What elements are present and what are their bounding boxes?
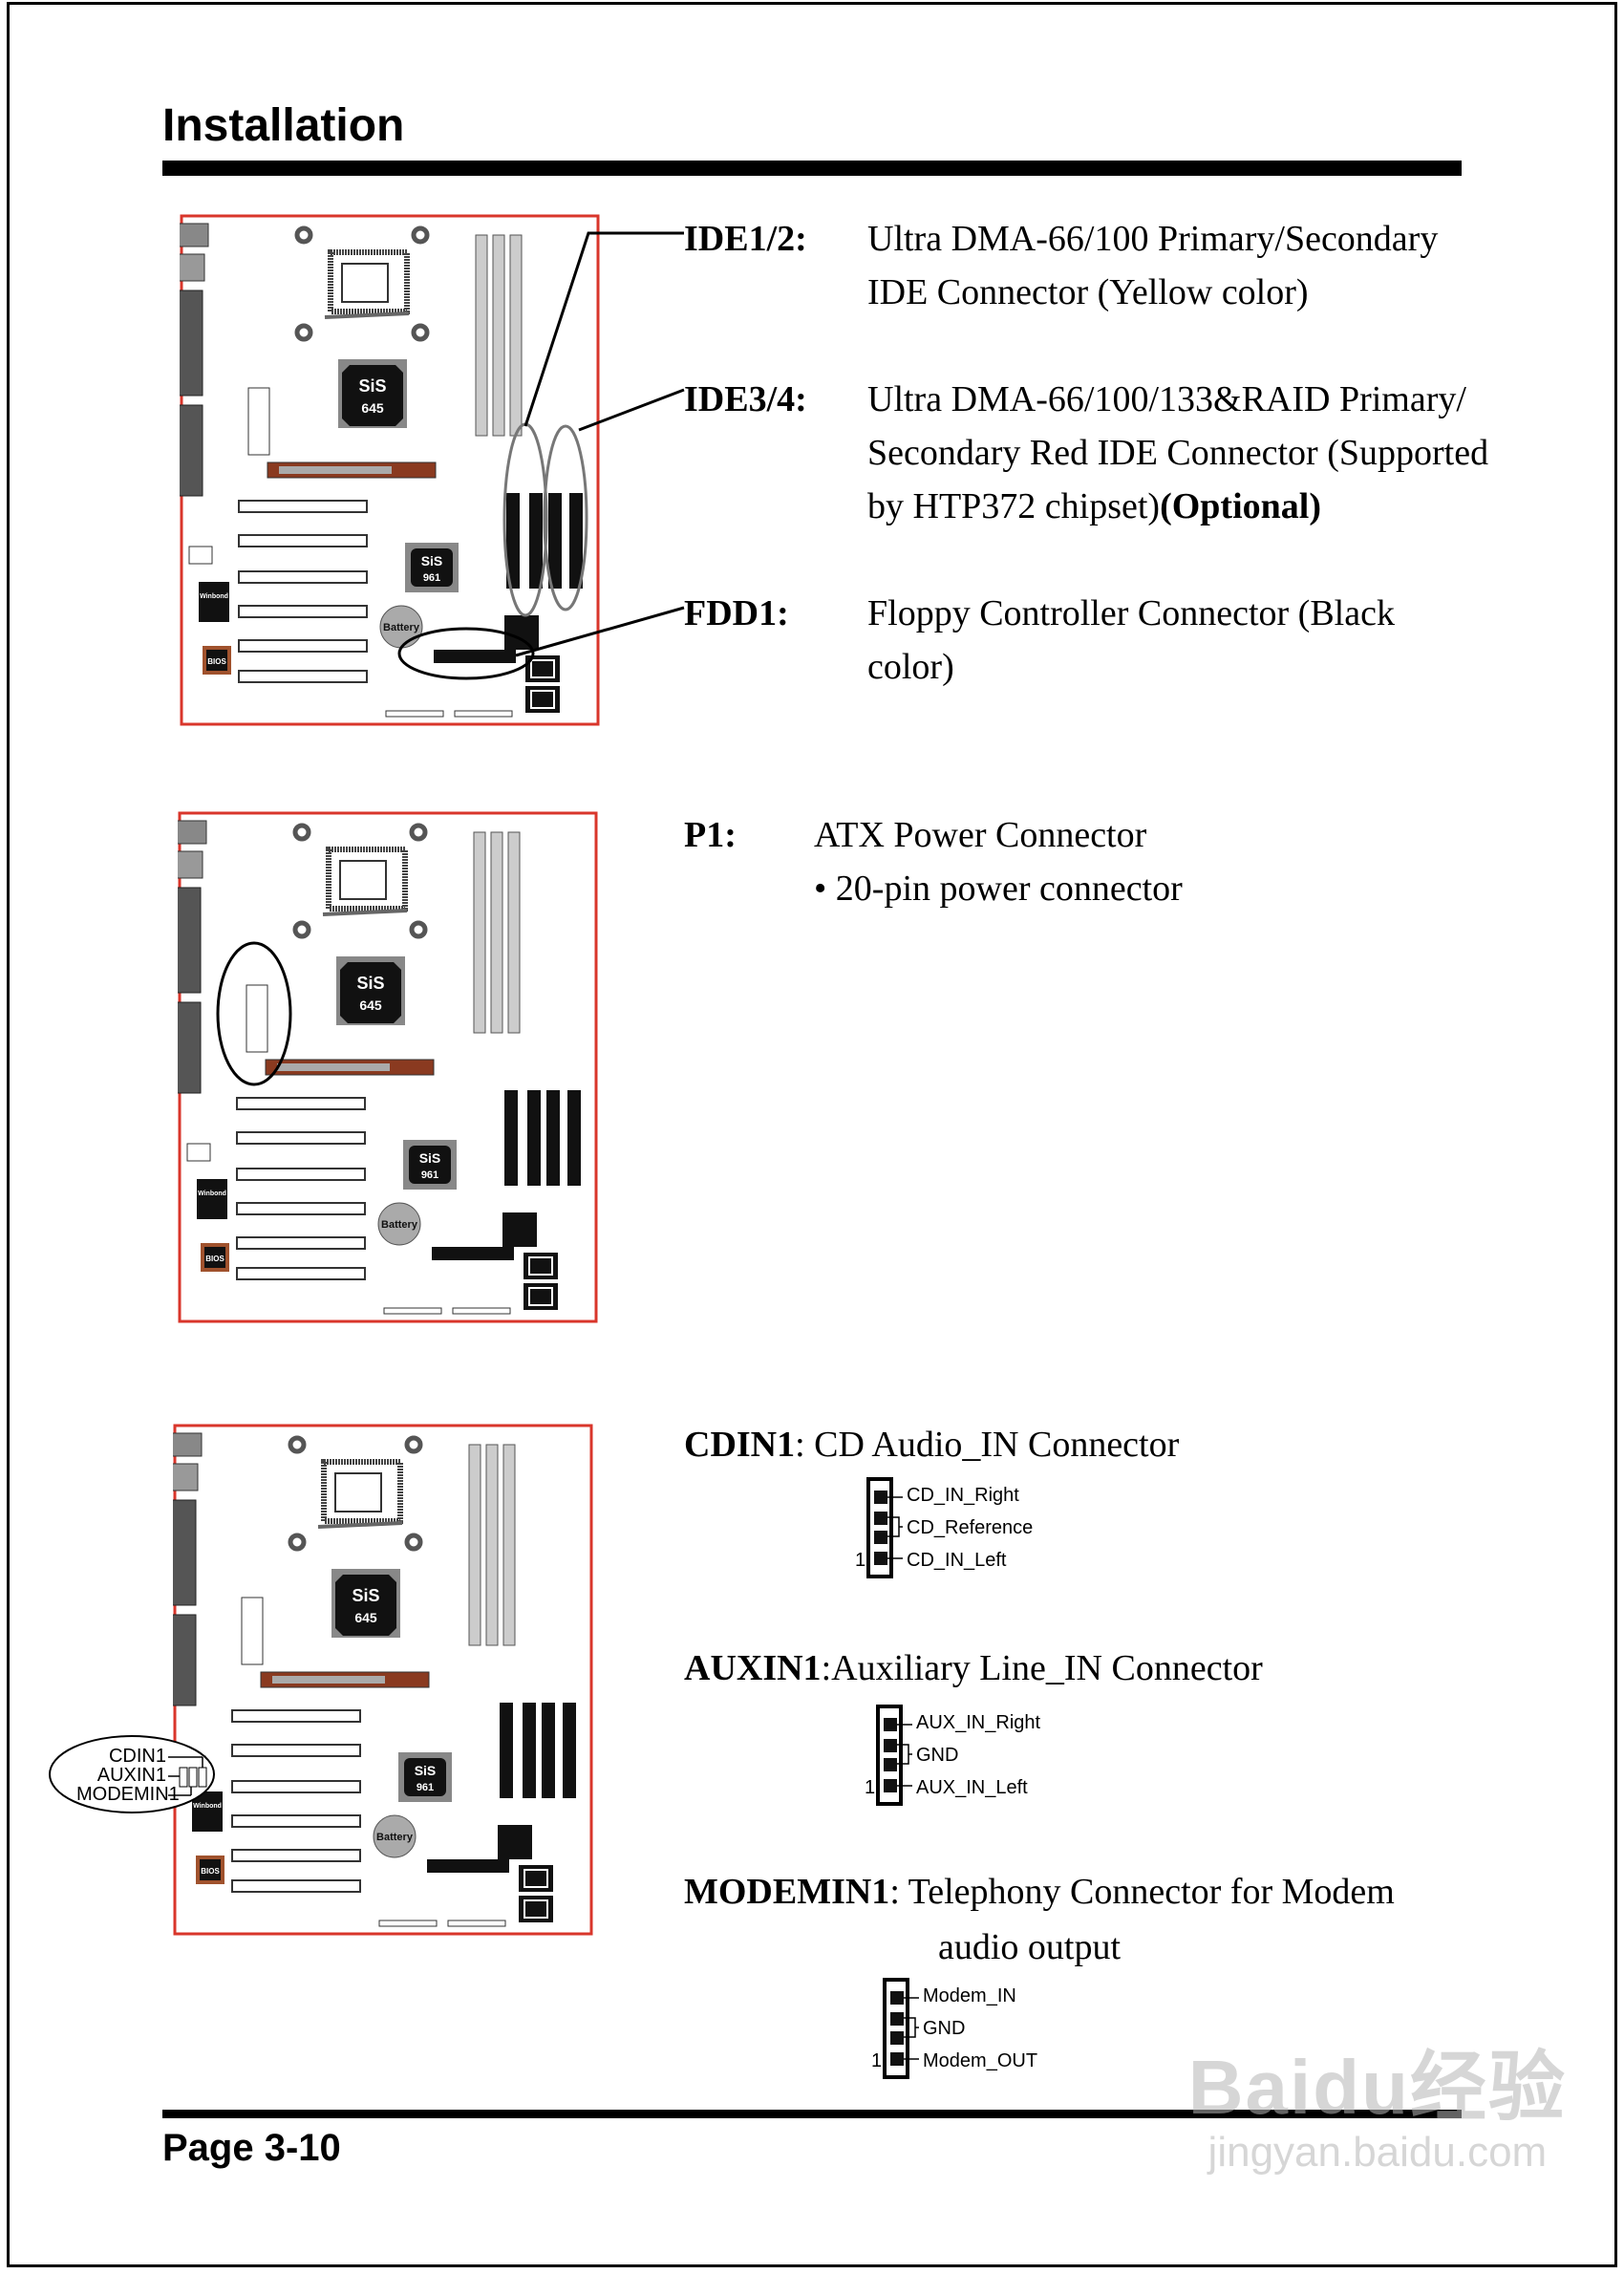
desc-modemin1-line2: audio output: [938, 1927, 1122, 1967]
page-border: [7, 2, 1617, 2267]
desc-ide34-line2: Secondary Red IDE Connector (Supported: [867, 433, 1489, 473]
desc-modemin1: : Telephony Connector for Modem: [889, 1872, 1395, 1912]
modemin1-connector-icon: [883, 1978, 919, 2079]
watermark-brand: Baidu经验: [1187, 2045, 1567, 2130]
callout-modemin1: MODEMIN1: [76, 1784, 180, 1805]
watermark-url: jingyan.baidu.com: [1207, 2129, 1548, 2176]
pin-label: CD_IN_Left: [907, 1550, 1007, 1571]
footer-rule: [162, 2110, 1462, 2118]
motherboard-diagram-audio: [173, 1424, 612, 1944]
auxin1-heading: AUXIN1:Auxiliary Line_IN Connector: [684, 1647, 1263, 1689]
desc-ide12: Ultra DMA-66/100 Primary/Secondary IDE C…: [867, 212, 1438, 319]
audio-callout-labels: CDIN1 AUXIN1 MODEMIN1: [76, 1746, 180, 1805]
pin1-marker: 1: [871, 2050, 883, 2071]
page-title: Installation: [162, 100, 405, 151]
desc-fdd1-line2: color): [867, 647, 954, 687]
desc-ide34: Ultra DMA-66/100/133&RAID Primary/ Secon…: [867, 373, 1488, 533]
term-fdd1: FDD1:: [684, 593, 789, 633]
leader-line-ide12: [524, 231, 684, 427]
audio-callout: [49, 1735, 215, 1813]
desc-cdin1: : CD Audio_IN Connector: [795, 1425, 1180, 1465]
pin-label: AUX_IN_Right: [916, 1712, 1041, 1733]
pin-label: Modem_IN: [923, 1985, 1016, 2006]
optional-note: (Optional): [1160, 486, 1321, 526]
pin1-marker: 1: [855, 1550, 866, 1571]
p1-highlight: [216, 941, 292, 1086]
desc-fdd1-line1: Floppy Controller Connector (Black: [867, 593, 1395, 633]
fdd1-highlight: [397, 627, 535, 680]
desc-auxin1: :Auxiliary Line_IN Connector: [821, 1648, 1263, 1688]
term-modemin1: MODEMIN1: [684, 1872, 890, 1912]
pin-label: CD_Reference: [907, 1517, 1034, 1538]
term-p1: P1:: [684, 815, 737, 855]
desc-ide34-line3: by HTP372 chipset)(Optional): [867, 480, 1488, 533]
callout-auxin1: AUXIN1: [96, 1765, 166, 1786]
desc-p1: ATX Power Connector • 20-pin power conne…: [814, 808, 1183, 915]
desc-ide34-line3-text: by HTP372 chipset): [867, 486, 1161, 526]
pin-label: GND: [923, 2018, 966, 2039]
watermark: Baidu经验 jingyan.baidu.com: [1188, 2026, 1567, 2177]
term-cdin1: CDIN1: [684, 1425, 796, 1465]
motherboard-diagram-ide: [180, 214, 685, 735]
page-number: Page 3-10: [162, 2127, 341, 2169]
ide34-highlight: [543, 424, 588, 611]
pin-label: GND: [916, 1745, 959, 1766]
desc-ide34-line1: Ultra DMA-66/100/133&RAID Primary/: [867, 379, 1466, 419]
modemin1-heading: MODEMIN1: Telephony Connector for Modem: [684, 1871, 1395, 1913]
desc-ide12-line2: IDE Connector (Yellow color): [867, 272, 1309, 312]
callout-cdin1: CDIN1: [108, 1746, 166, 1767]
leader-line-ide34: [578, 388, 685, 432]
desc-p1-bullet: • 20-pin power connector: [814, 869, 1183, 909]
leader-line-fdd1: [515, 606, 685, 657]
desc-p1-title: ATX Power Connector: [814, 815, 1147, 855]
term-ide12: IDE1/2:: [684, 219, 807, 259]
term-ide34: IDE3/4:: [684, 379, 807, 419]
desc-ide12-line1: Ultra DMA-66/100 Primary/Secondary: [867, 219, 1439, 259]
pin-label: AUX_IN_Left: [916, 1777, 1028, 1798]
motherboard-diagram-power: [178, 811, 617, 1332]
pin-label: Modem_OUT: [923, 2050, 1038, 2071]
desc-fdd1: Floppy Controller Connector (Black color…: [867, 587, 1395, 694]
cdin1-heading: CDIN1: CD Audio_IN Connector: [684, 1424, 1179, 1466]
auxin1-connector-icon: [876, 1705, 912, 1806]
header-rule: [162, 161, 1462, 176]
pin1-marker: 1: [865, 1777, 876, 1798]
term-auxin1: AUXIN1: [684, 1648, 822, 1688]
pin-label: CD_IN_Right: [907, 1485, 1019, 1506]
cdin1-connector-icon: [866, 1477, 903, 1578]
